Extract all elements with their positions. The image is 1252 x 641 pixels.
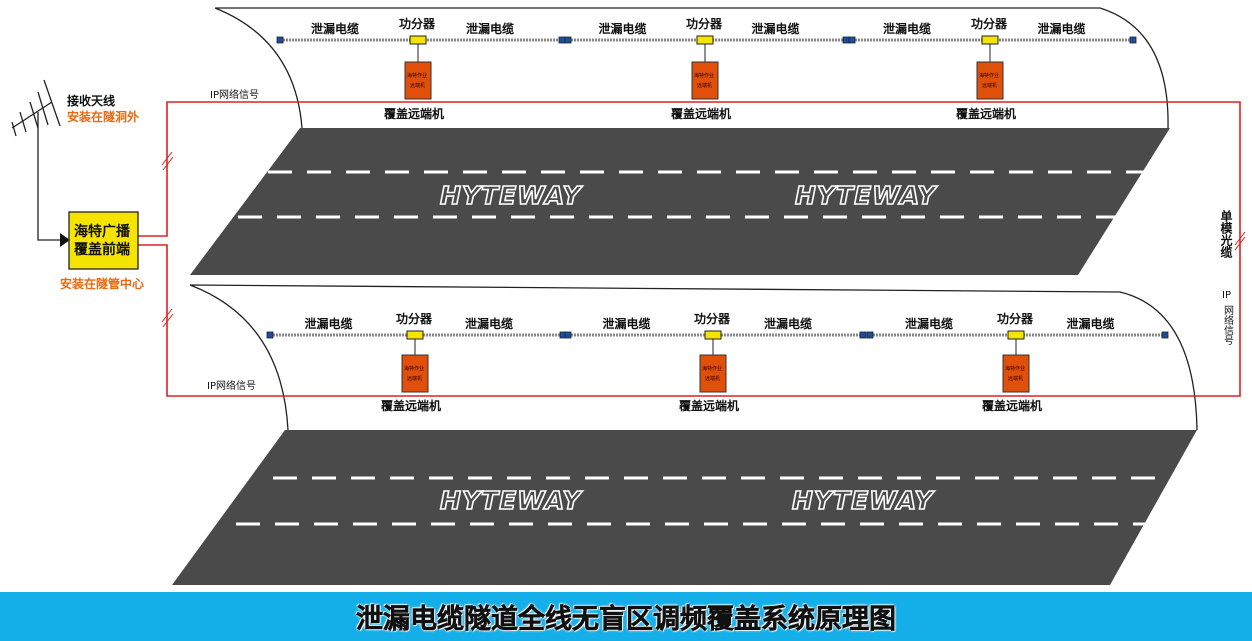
headend-box (68, 211, 139, 270)
road-lower (172, 430, 1197, 585)
antenna-note: 安装在隧洞外 (67, 109, 139, 124)
remote-unit-box (976, 61, 1004, 100)
power-splitter (1007, 330, 1025, 340)
remote-box-line1: 海特作业 (407, 72, 427, 79)
leaky-cable-label: 泄漏电缆 (466, 21, 514, 36)
headend-line1: 海特广播 (74, 223, 131, 240)
remote-box-line2: 远端机 (705, 375, 720, 382)
signal-lines (138, 101, 1246, 397)
road-upper (190, 128, 1170, 275)
leaky-cable-label: 泄漏电缆 (883, 21, 931, 36)
cable-connector-icon (276, 36, 284, 44)
remote-box-line2: 远端机 (410, 82, 425, 89)
ip-signal-label: IP网络信号 (210, 88, 259, 101)
remote-box-line1: 海特作业 (979, 72, 999, 79)
power-splitter (409, 35, 427, 45)
logo-watermark: HYTEWAY (440, 486, 583, 515)
remote-unit-box (699, 354, 727, 393)
cable-connector-icon (564, 36, 572, 44)
ip-signal-label: IP网络信号 (207, 379, 256, 392)
remote-box-line1: 海特作业 (404, 365, 424, 372)
logo-watermark: HYTEWAY (795, 181, 938, 210)
remote-box-line1: 海特作业 (702, 365, 722, 372)
cable-connector-icon (842, 36, 850, 44)
remote-unit-label: 覆盖远端机 (955, 106, 1016, 121)
splitter-label: 功分器 (399, 16, 436, 31)
leaky-cable-label: 泄漏电缆 (905, 316, 953, 331)
cable-connector-icon (558, 36, 566, 44)
remote-box-line2: 远端机 (407, 375, 422, 382)
system-diagram: HYTEWAY HYTEWAY HYTEWAY HYTEWAY IP网络信号 I… (11, 7, 1246, 585)
fiber-ip-label: IP (1222, 290, 1231, 301)
remote-box-line1: 海特作业 (694, 72, 714, 79)
cable-connector-icon (859, 331, 867, 339)
leaky-cable-label: 泄漏电缆 (764, 316, 812, 331)
fiber-ip-label: 网络信号 (1222, 305, 1234, 346)
remote-unit-box (1002, 354, 1030, 393)
diagram-title: 泄漏电缆隧道全线无盲区调频覆盖系统原理图 (356, 604, 897, 636)
headend-line2: 覆盖前端 (74, 241, 130, 258)
splitter-label: 功分器 (686, 16, 723, 31)
tunnel-upper-outline (214, 7, 1169, 129)
leaky-cable-label: 泄漏电缆 (311, 21, 359, 36)
tunnel-lower-outline (189, 284, 1198, 431)
leaky-cable-label: 泄漏电缆 (599, 21, 647, 36)
cable-connector-icon (1129, 36, 1137, 44)
remote-unit-label: 覆盖远端机 (383, 106, 444, 121)
logo-watermark: HYTEWAY (440, 181, 583, 210)
remote-box-line1: 海特作业 (1005, 365, 1025, 372)
cable-connector-icon (848, 36, 856, 44)
cable-connector-icon (1161, 331, 1169, 339)
cable-connector-icon (564, 331, 572, 339)
fiber-label: 单模光缆 (1219, 209, 1233, 259)
cable-connector-icon (866, 331, 874, 339)
remote-unit-box (691, 61, 719, 100)
splitter-label: 功分器 (694, 311, 731, 326)
title-banner: 泄漏电缆隧道全线无盲区调频覆盖系统原理图 (0, 592, 1252, 641)
remote-unit-label: 覆盖远端机 (670, 106, 731, 121)
remote-unit-box (401, 354, 429, 393)
splitter-label: 功分器 (396, 311, 433, 326)
power-splitter (406, 330, 424, 340)
leaky-cable-label: 泄漏电缆 (752, 21, 800, 36)
leaky-cable-label: 泄漏电缆 (305, 316, 353, 331)
arrow-icon (60, 233, 70, 247)
leaky-cable-label: 泄漏电缆 (465, 316, 513, 331)
headend-note: 安装在隧管中心 (60, 276, 144, 291)
cable-connector-icon (266, 331, 274, 339)
remote-unit-label: 覆盖远端机 (981, 398, 1042, 413)
remote-unit-label: 覆盖远端机 (678, 398, 739, 413)
antenna-icon (11, 79, 62, 241)
leaky-cable-label: 泄漏电缆 (1067, 316, 1115, 331)
antenna-label: 接收天线 (67, 93, 115, 108)
leaky-cable-label: 泄漏电缆 (603, 316, 651, 331)
remote-box-line2: 远端机 (1008, 375, 1023, 382)
remote-box-line2: 远端机 (697, 82, 712, 89)
splitter-label: 功分器 (971, 16, 1008, 31)
power-splitter (981, 35, 999, 45)
leaky-cable-label: 泄漏电缆 (1038, 21, 1086, 36)
remote-unit-label: 覆盖远端机 (380, 398, 441, 413)
remote-box-line2: 远端机 (982, 82, 997, 89)
logo-watermark: HYTEWAY (792, 486, 935, 515)
remote-unit-box (404, 61, 432, 100)
splitter-label: 功分器 (997, 311, 1034, 326)
power-splitter (704, 330, 722, 340)
power-splitter (696, 35, 714, 45)
